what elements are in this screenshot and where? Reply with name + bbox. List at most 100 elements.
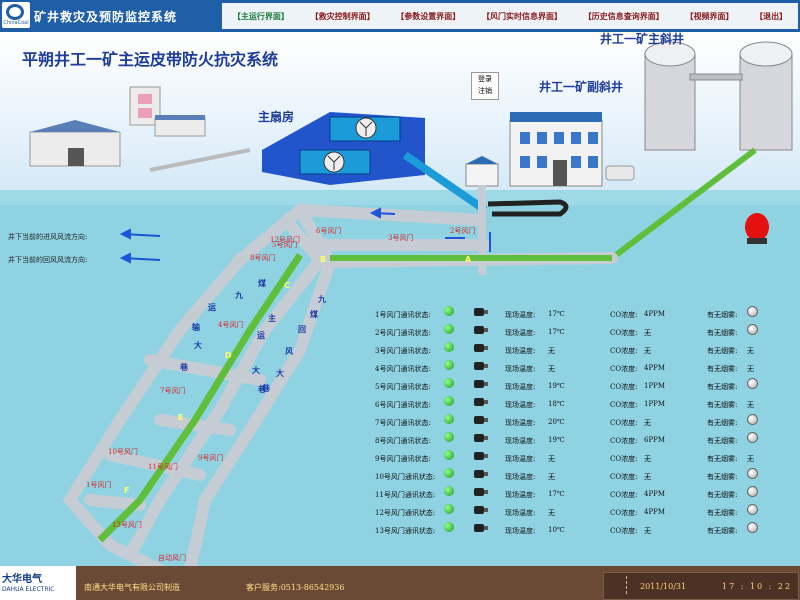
tunnel-door-label[interactable]: 4号风门 bbox=[218, 321, 244, 329]
smoke-indicator-icon bbox=[747, 432, 758, 443]
smoke-label: 有无烟雾: bbox=[707, 401, 738, 409]
comm-status-led-icon bbox=[444, 522, 454, 532]
comm-status-led-icon bbox=[444, 432, 454, 442]
camera-icon[interactable] bbox=[473, 396, 489, 410]
co-label: CO浓度: bbox=[610, 455, 638, 463]
tunnel-door-label[interactable]: 10号风门 bbox=[108, 448, 138, 456]
co-value: 4PPM bbox=[644, 364, 666, 372]
tunnel-door-label[interactable]: 2号风门 bbox=[450, 227, 476, 235]
svg-text:A: A bbox=[465, 255, 472, 264]
legend-intake: 井下当前的进风风流方向: bbox=[8, 233, 88, 241]
nav-4[interactable]: 【历史信息查询界面】 bbox=[583, 10, 664, 21]
roadway-char: 煤 bbox=[310, 309, 318, 319]
comm-status-led-icon bbox=[444, 414, 454, 424]
smoke-label: 有无烟雾: bbox=[707, 329, 738, 337]
camera-icon[interactable] bbox=[473, 468, 489, 482]
coal-silo-icon bbox=[644, 41, 793, 151]
co-label: CO浓度: bbox=[610, 329, 638, 337]
camera-icon[interactable] bbox=[473, 432, 489, 446]
tunnel-door-label[interactable]: 3号风门 bbox=[388, 234, 414, 242]
tunnel-door-label[interactable]: 5号风门 bbox=[272, 241, 298, 249]
alarm-light-icon bbox=[745, 213, 769, 244]
door-label: 9号风门通讯状态: bbox=[375, 455, 431, 463]
smoke-indicator-icon bbox=[747, 414, 758, 425]
roadway-char: 巷 bbox=[262, 383, 270, 393]
comm-status-led-icon bbox=[444, 468, 454, 478]
temp-label: 现场温度: bbox=[505, 365, 536, 373]
system-title: 平朔井工一矿主运皮带防火抗灾系统 bbox=[22, 50, 279, 69]
temp-label: 现场温度: bbox=[505, 383, 536, 391]
tunnel-door-label[interactable]: 7号风门 bbox=[160, 387, 186, 395]
door-label: 8号风门通讯状态: bbox=[375, 437, 431, 445]
co-value: 无 bbox=[644, 527, 651, 535]
co-label: CO浓度: bbox=[610, 473, 638, 481]
company-name: 南通大华电气有限公司制造 bbox=[84, 583, 180, 592]
camera-icon[interactable] bbox=[473, 306, 489, 320]
smoke-label: 有无烟雾: bbox=[707, 491, 738, 499]
temp-label: 现场温度: bbox=[505, 347, 536, 355]
tunnel-door-label[interactable]: 8号风门 bbox=[250, 254, 276, 262]
tunnel-door-label[interactable]: 自动风门 bbox=[158, 554, 186, 562]
smoke-label: 有无烟雾: bbox=[707, 509, 738, 517]
door-label: 6号风门通讯状态: bbox=[375, 401, 431, 409]
comm-status-led-icon bbox=[444, 342, 454, 352]
camera-icon[interactable] bbox=[473, 486, 489, 500]
camera-icon[interactable] bbox=[473, 378, 489, 392]
camera-icon[interactable] bbox=[473, 522, 489, 536]
nav-6[interactable]: 【退出】 bbox=[755, 10, 788, 21]
co-label: CO浓度: bbox=[610, 311, 638, 319]
roadway-char: 大 bbox=[194, 340, 202, 350]
tunnel-door-label[interactable]: 12号风门 bbox=[270, 236, 300, 244]
door-label: 7号风门通讯状态: bbox=[375, 419, 431, 427]
nav-3[interactable]: 【风门实时信息界面】 bbox=[482, 10, 563, 21]
roadway-char: 风 bbox=[285, 346, 293, 356]
co-value: 6PPM bbox=[644, 436, 666, 444]
nav-2[interactable]: 【参数设置界面】 bbox=[396, 10, 461, 21]
tunnel-door-label[interactable]: 9号风门 bbox=[198, 454, 224, 462]
temp-value: 无 bbox=[548, 509, 555, 517]
tunnel-door-label[interactable]: 1号风门 bbox=[86, 481, 112, 489]
camera-icon[interactable] bbox=[473, 342, 489, 356]
co-value: 4PPM bbox=[644, 310, 666, 318]
temp-label: 现场温度: bbox=[505, 509, 536, 517]
dahua-logo: 大华电气 DAHUA ELECTRIC bbox=[0, 566, 76, 600]
roadway-char: 主 bbox=[268, 313, 276, 323]
smoke-label: 有无烟雾: bbox=[707, 365, 738, 373]
co-label: CO浓度: bbox=[610, 527, 638, 535]
smoke-indicator-icon bbox=[747, 324, 758, 335]
logout-button[interactable]: 注销 bbox=[478, 87, 492, 95]
comm-status-led-icon bbox=[444, 378, 454, 388]
tunnel-door-label[interactable]: 13号风门 bbox=[112, 521, 142, 529]
camera-icon[interactable] bbox=[473, 450, 489, 464]
smoke-label: 有无烟雾: bbox=[707, 437, 738, 445]
roadway-char: 回 bbox=[298, 324, 306, 334]
smoke-indicator-icon bbox=[747, 468, 758, 479]
temp-label: 现场温度: bbox=[505, 491, 536, 499]
temp-value: 17℃ bbox=[548, 310, 565, 318]
comm-status-led-icon bbox=[444, 486, 454, 496]
camera-icon[interactable] bbox=[473, 414, 489, 428]
tunnel-door-label[interactable]: 6号风门 bbox=[316, 227, 342, 235]
camera-icon[interactable] bbox=[473, 504, 489, 518]
smoke-label: 有无烟雾: bbox=[707, 383, 738, 391]
nav-1[interactable]: 【救灾控制界面】 bbox=[310, 10, 375, 21]
tunnel-door-label[interactable]: 11号风门 bbox=[148, 463, 178, 471]
camera-icon[interactable] bbox=[473, 324, 489, 338]
camera-icon[interactable] bbox=[473, 360, 489, 374]
temp-label: 现场温度: bbox=[505, 329, 536, 337]
nav-0[interactable]: 【主运行界面】 bbox=[232, 10, 289, 21]
smoke-value: 无 bbox=[747, 401, 754, 409]
nav-5[interactable]: 【视频界面】 bbox=[685, 10, 734, 21]
smoke-indicator-icon bbox=[747, 378, 758, 389]
temp-value: 无 bbox=[548, 473, 555, 481]
login-button[interactable]: 登录 bbox=[478, 75, 492, 83]
comm-status-led-icon bbox=[444, 450, 454, 460]
